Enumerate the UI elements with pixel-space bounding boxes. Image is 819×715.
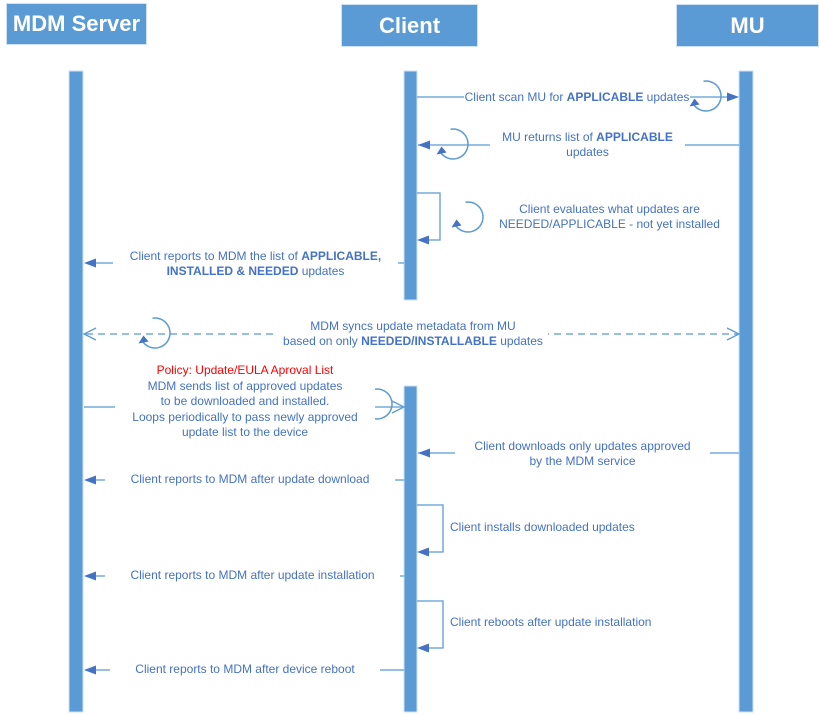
actor-mdm-server: MDM Server xyxy=(6,3,147,45)
loop-icon-m3 xyxy=(450,201,484,233)
actor-mdm-server-label: MDM Server xyxy=(12,11,141,36)
message-label-m8: Client reports to MDM after update downl… xyxy=(105,472,395,487)
message-label-m10: Client reports to MDM after update insta… xyxy=(105,568,400,583)
message-label-m7: Client downloads only updates approved b… xyxy=(455,439,710,469)
loop-icon-m2 xyxy=(435,128,469,160)
message-label-m6: Policy: Update/EULA Aproval List MDM sen… xyxy=(115,363,375,441)
message-label-m11: Client reboots after update installation xyxy=(450,615,652,629)
message-label-m1: Client scan MU for APPLICABLE updates xyxy=(464,90,690,105)
lifeline-mu xyxy=(738,70,754,713)
message-label-m9: Client installs downloaded updates xyxy=(450,520,635,534)
arrow-m11-self xyxy=(417,600,444,653)
actor-mu-label: MU xyxy=(730,12,765,38)
message-label-m12: Client reports to MDM after device reboo… xyxy=(110,662,380,677)
loop-icon-m5 xyxy=(137,317,171,349)
message-label-m5: MDM syncs update metadata from MU based … xyxy=(278,319,548,349)
lifeline-client xyxy=(403,70,418,713)
message-label-m2: MU returns list of APPLICABLE updates xyxy=(490,130,685,160)
actor-client-label: Client xyxy=(378,12,441,38)
message-label-m3: Client evaluates what updates are NEEDED… xyxy=(487,202,732,232)
actor-client: Client xyxy=(341,4,478,47)
actor-mu: MU xyxy=(676,4,819,47)
message-label-m4: Client reports to MDM the list of APPLIC… xyxy=(113,249,398,279)
loop-icon-m1 xyxy=(688,80,722,112)
arrow-m3-self xyxy=(417,192,441,245)
lifeline-mdm-server xyxy=(68,70,84,713)
policy-label: Policy: Update/EULA Aproval List xyxy=(156,363,334,377)
arrow-m9-self xyxy=(417,504,444,557)
